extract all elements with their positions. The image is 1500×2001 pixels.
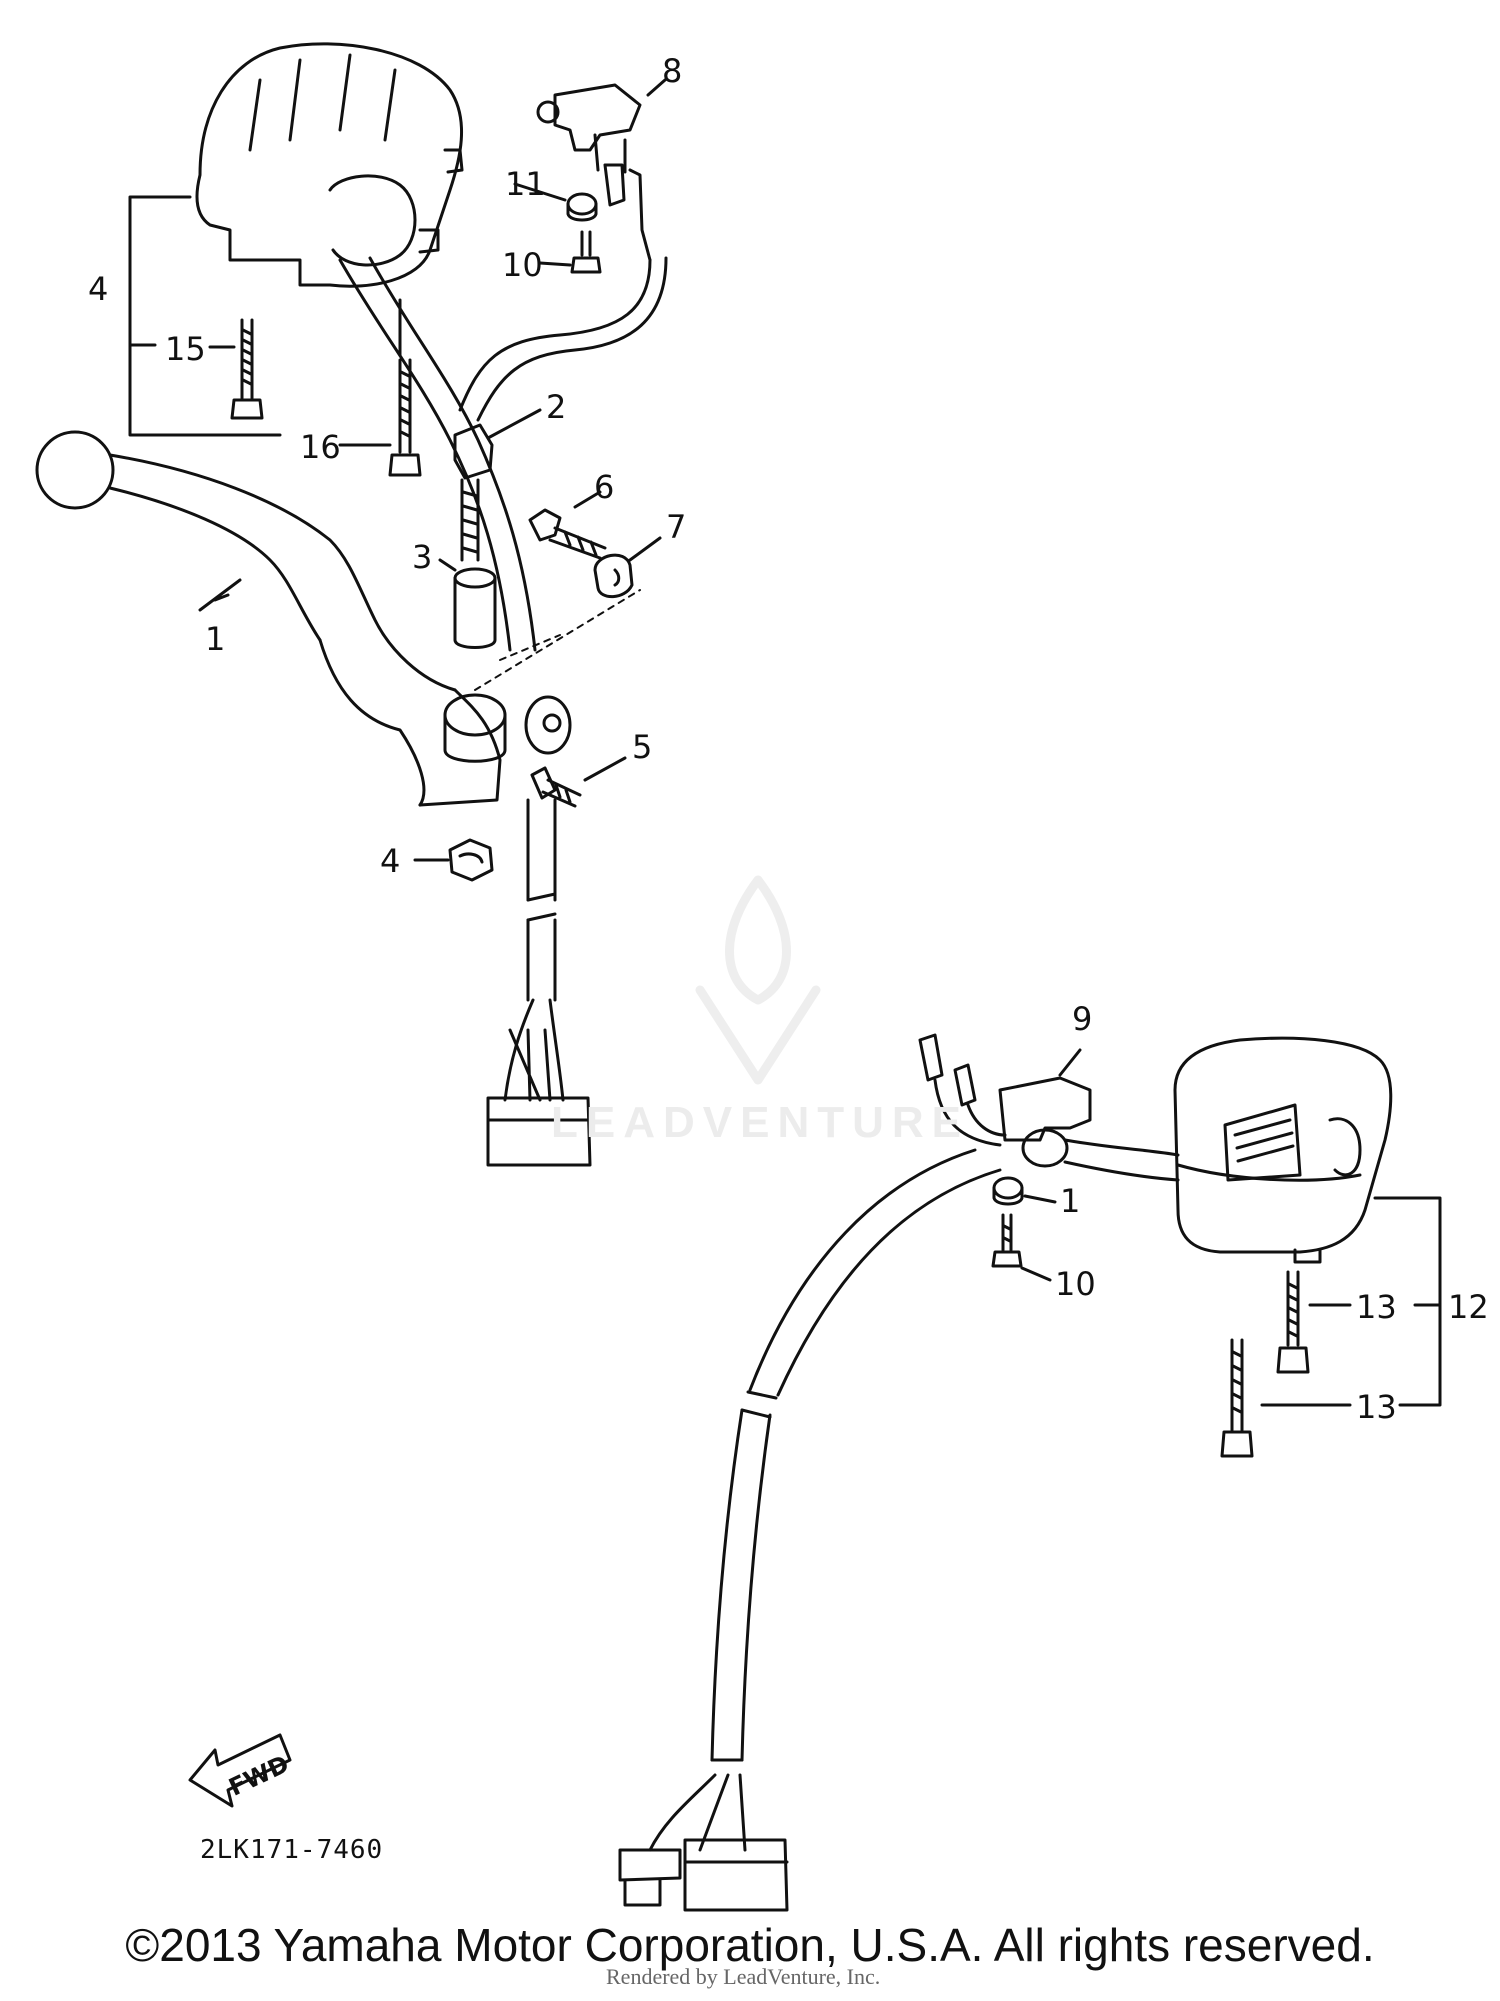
screw-16 <box>338 298 422 477</box>
callout-13-lower: 13 <box>1356 1388 1397 1426</box>
screw-10-lower <box>991 1213 1052 1282</box>
callout-9: 9 <box>1072 1000 1092 1038</box>
callout-10-lower: 10 <box>1055 1265 1096 1303</box>
callout-8: 8 <box>662 52 682 90</box>
callout-3: 3 <box>412 538 432 576</box>
callout-13-upper: 13 <box>1356 1288 1397 1326</box>
nut-11-lower <box>992 1176 1057 1206</box>
collar-3 <box>438 558 497 649</box>
left-brake-switch <box>458 78 668 422</box>
callout-12: 12 <box>1448 1288 1489 1326</box>
callout-1: 1 <box>205 620 225 658</box>
screw-10-upper <box>538 230 602 274</box>
nut-7 <box>593 536 662 599</box>
callout-10-upper: 10 <box>502 246 543 284</box>
lever-pivot-boss <box>443 693 572 763</box>
callout-11-lower: 1 <box>1060 1182 1080 1220</box>
callout-4-upper: 4 <box>88 270 108 308</box>
diagram-reference-code: 2LK171-7460 <box>200 1835 383 1865</box>
callout-16: 16 <box>300 428 341 466</box>
copyright-notice: ©2013 Yamaha Motor Corporation, U.S.A. A… <box>125 1919 1375 1971</box>
callout-4-lower: 4 <box>380 842 400 880</box>
right-switch-cable <box>618 1138 1180 1912</box>
bolt-6 <box>528 490 607 560</box>
callout-6: 6 <box>594 468 614 506</box>
right-switch-housing <box>1173 1036 1393 1264</box>
assembly-dashed-lines <box>474 589 641 691</box>
rendered-by-note: Rendered by LeadVenture, Inc. <box>606 1964 881 1989</box>
left-switch-cable <box>338 256 592 1167</box>
callout-2: 2 <box>546 388 566 426</box>
callout-15: 15 <box>165 330 206 368</box>
brake-lever <box>35 430 502 807</box>
watermark-logo <box>695 875 821 1085</box>
nut-4-lower <box>413 838 494 882</box>
assembly-bracket-4 <box>128 195 282 437</box>
assembly-bracket-12 <box>1373 1196 1442 1407</box>
screw-15 <box>208 318 264 420</box>
screw-13-lower <box>1220 1338 1352 1458</box>
callout-11-upper: 11 <box>505 165 546 203</box>
right-brake-switch <box>918 1033 1092 1168</box>
watermark-text: LEADVENTURE <box>550 1098 970 1147</box>
callout-7: 7 <box>666 508 686 546</box>
forward-arrow <box>188 1733 292 1808</box>
callout-5: 5 <box>632 728 652 766</box>
pivot-bolt-2 <box>453 408 542 562</box>
left-switch-housing <box>195 42 464 288</box>
nut-11-upper <box>513 182 598 222</box>
screw-5 <box>530 756 627 808</box>
screw-13-upper <box>1276 1270 1352 1374</box>
